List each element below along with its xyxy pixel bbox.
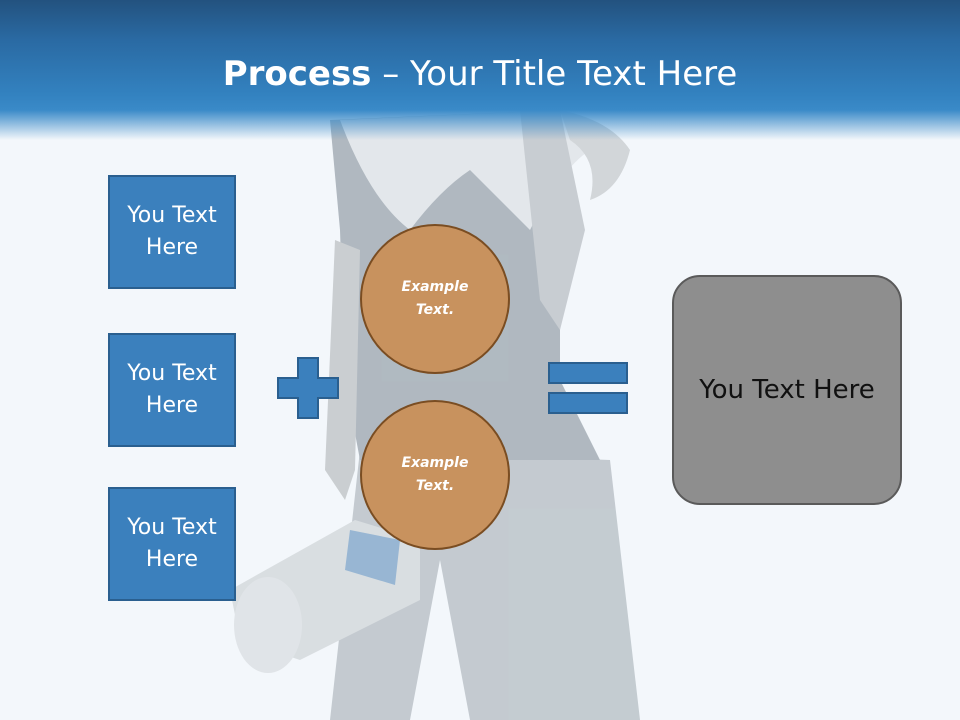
plus-icon (277, 357, 339, 419)
text-box-2: You Text Here (108, 333, 236, 447)
result-box: You Text Here (672, 275, 902, 505)
example-circle-1-label: Example Text. (401, 279, 469, 318)
example-circle-2: Example Text. (360, 400, 510, 550)
text-box-3-label: You Text Here (127, 515, 217, 572)
title-bold: Process (222, 54, 372, 94)
header-bar (0, 0, 960, 140)
example-circle-2-label: Example Text. (401, 455, 469, 494)
result-box-label: You Text Here (699, 375, 875, 405)
text-box-3: You Text Here (108, 487, 236, 601)
text-box-1-label: You Text Here (127, 203, 217, 260)
equals-icon (548, 362, 628, 414)
title-rest: – Your Title Text Here (371, 54, 738, 94)
example-circle-1: Example Text. (360, 224, 510, 374)
text-box-1: You Text Here (108, 175, 236, 289)
text-box-2-label: You Text Here (127, 361, 217, 418)
slide-title: Process – Your Title Text Here (0, 52, 960, 96)
